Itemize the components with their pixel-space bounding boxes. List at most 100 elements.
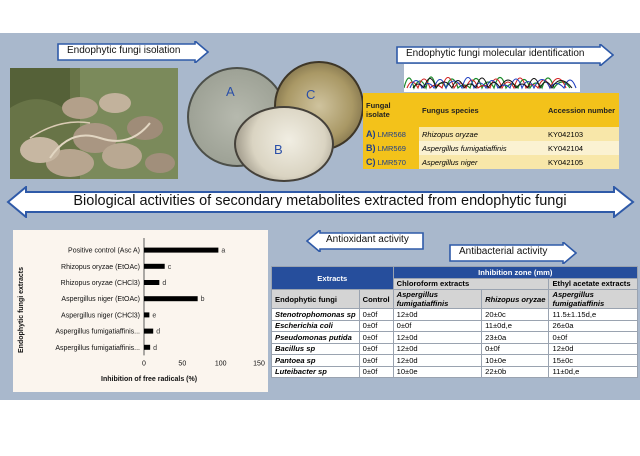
significance-letter: b xyxy=(201,296,205,303)
ab-header-row-3: Endophytic fungi Control Aspergillus fum… xyxy=(271,289,638,309)
isolate-cell: C) LMR570 xyxy=(363,155,419,169)
chromatogram-icon xyxy=(404,64,580,92)
ethyl-acetate-cell: 0±0f xyxy=(548,331,638,344)
petri-dish-b xyxy=(234,106,334,182)
category-label: Aspergillus niger (CHCl3) xyxy=(61,312,140,319)
isolate-letter: C) xyxy=(366,157,376,167)
aspergillus-cell: 12±0d xyxy=(392,331,483,344)
antibacterial-arrow: Antibacterial activity xyxy=(449,242,577,264)
isolate-code: LMR570 xyxy=(377,158,406,167)
ethyl-acetate-cell: 12±0d xyxy=(548,342,638,355)
bacteria-cell: Pantoea sp xyxy=(271,354,360,367)
significance-letter: d xyxy=(162,280,166,287)
isolate-cell: B) LMR569 xyxy=(363,141,419,155)
bar xyxy=(144,280,160,285)
x-tick-label: 50 xyxy=(178,360,186,367)
rhizopus-cell: 20±0c xyxy=(481,308,550,321)
isolate-letter: A) xyxy=(366,129,376,139)
molecular-row: A) LMR568 Rhizopus oryzae KY042103 xyxy=(363,127,619,141)
molecular-arrow: Endophytic fungi molecular identificatio… xyxy=(396,44,614,66)
significance-letter: a xyxy=(221,248,225,255)
significance-letter: c xyxy=(168,264,172,271)
y-axis-label: Endophytic fungi extracts xyxy=(18,267,25,353)
molecular-row: C) LMR570 Aspergillus niger KY042105 xyxy=(363,155,619,169)
bacteria-cell: Luteibacter sp xyxy=(271,365,360,378)
bacteria-cell: Stenotrophomonas sp xyxy=(271,308,360,321)
header-aspergillus-fumigatiaffinis: Aspergillus fumigatiaffinis xyxy=(392,289,483,309)
control-cell: 0±0f xyxy=(358,342,394,355)
antibacterial-label: Antibacterial activity xyxy=(459,246,548,257)
control-cell: 0±0f xyxy=(358,331,394,344)
rhizopus-cell: 10±0e xyxy=(481,354,550,367)
header-control: Control xyxy=(358,289,394,309)
control-cell: 0±0f xyxy=(358,308,394,321)
dish-letter-c: C xyxy=(306,87,316,102)
header-endophytic-fungi: Endophytic fungi xyxy=(271,289,360,309)
antioxidant-label: Antioxidant activity xyxy=(326,234,409,245)
bar xyxy=(144,263,165,269)
isolate-code: LMR568 xyxy=(377,130,406,139)
rhizopus-cell: 23±0a xyxy=(481,331,550,344)
aspergillus-cell: 12±0d xyxy=(392,308,483,321)
control-cell: 0±0f xyxy=(358,354,394,367)
species-cell: Aspergillus niger xyxy=(419,155,545,169)
header-rhizopus-oryzae: Rhizopus oryzae xyxy=(481,289,550,309)
garlic-image xyxy=(10,68,178,179)
isolate-cell: A) LMR568 xyxy=(363,127,419,141)
isolation-arrow: Endophytic fungi isolation xyxy=(57,41,209,63)
significance-letter: d xyxy=(156,329,160,336)
bar xyxy=(144,296,198,302)
dish-letter-b: B xyxy=(274,142,283,157)
ethyl-acetate-cell: 15±0c xyxy=(548,354,638,367)
molecular-id-table: Fungal isolate Fungus species Accession … xyxy=(363,93,619,169)
aspergillus-cell: 12±0d xyxy=(392,342,483,355)
antibacterial-table: Extracts Inhibition zone (mm) Chloroform… xyxy=(271,266,639,378)
control-cell: 0±0f xyxy=(358,319,394,332)
category-label: Aspergillus niger (EtOAc) xyxy=(61,296,140,303)
biological-activities-title: Biological activities of secondary metab… xyxy=(73,193,567,209)
significance-letter: e xyxy=(152,312,156,319)
molecular-label: Endophytic fungi molecular identificatio… xyxy=(406,48,585,59)
dish-letter-a: A xyxy=(226,84,235,99)
right-arrow-icon xyxy=(57,41,209,63)
antioxidant-arrow: Antioxidant activity xyxy=(306,230,424,252)
double-arrow-icon xyxy=(6,186,635,218)
bacteria-cell: Pseudomonas putida xyxy=(271,331,360,344)
control-cell: 0±0f xyxy=(358,365,394,378)
rhizopus-cell: 11±0d,e xyxy=(481,319,550,332)
header-fungus-species: Fungus species xyxy=(419,93,545,127)
left-arrow-icon xyxy=(306,230,424,252)
species-cell: Rhizopus oryzae xyxy=(419,127,545,141)
bacteria-cell: Bacillus sp xyxy=(271,342,360,355)
rhizopus-cell: 22±0b xyxy=(481,365,550,378)
molecular-header-row: Fungal isolate Fungus species Accession … xyxy=(363,93,619,127)
header-chloroform: Chloroform extracts xyxy=(392,277,550,290)
header-accession: Accession number xyxy=(545,93,619,127)
right-arrow-icon xyxy=(396,44,614,66)
bar xyxy=(144,344,151,350)
right-arrow-icon xyxy=(449,242,577,264)
x-tick-label: 0 xyxy=(142,360,146,367)
ethyl-acetate-cell: 11.5±1.15d,e xyxy=(548,308,638,321)
header-inhibition-zone: Inhibition zone (mm) xyxy=(392,266,639,279)
species-cell: Aspergillus fumigatiaffinis xyxy=(419,141,545,155)
bacteria-cell: Escherichia coli xyxy=(271,319,360,332)
isolate-letter: B) xyxy=(366,143,376,153)
bar xyxy=(144,312,150,318)
header-fungal-isolate: Fungal isolate xyxy=(363,93,419,127)
molecular-row: B) LMR569 Aspergillus fumigatiaffinis KY… xyxy=(363,141,619,155)
ab-header-row-1: Extracts Inhibition zone (mm) xyxy=(271,266,639,290)
category-label: Rhizopus oryzae (EtOAc) xyxy=(61,264,140,271)
category-label: Rhizopus oryzae (CHCl3) xyxy=(61,280,140,287)
x-axis-label: Inhibition of free radicals (%) xyxy=(101,376,197,383)
aspergillus-cell: 12±0d xyxy=(392,354,483,367)
rhizopus-cell: 0±0f xyxy=(481,342,550,355)
